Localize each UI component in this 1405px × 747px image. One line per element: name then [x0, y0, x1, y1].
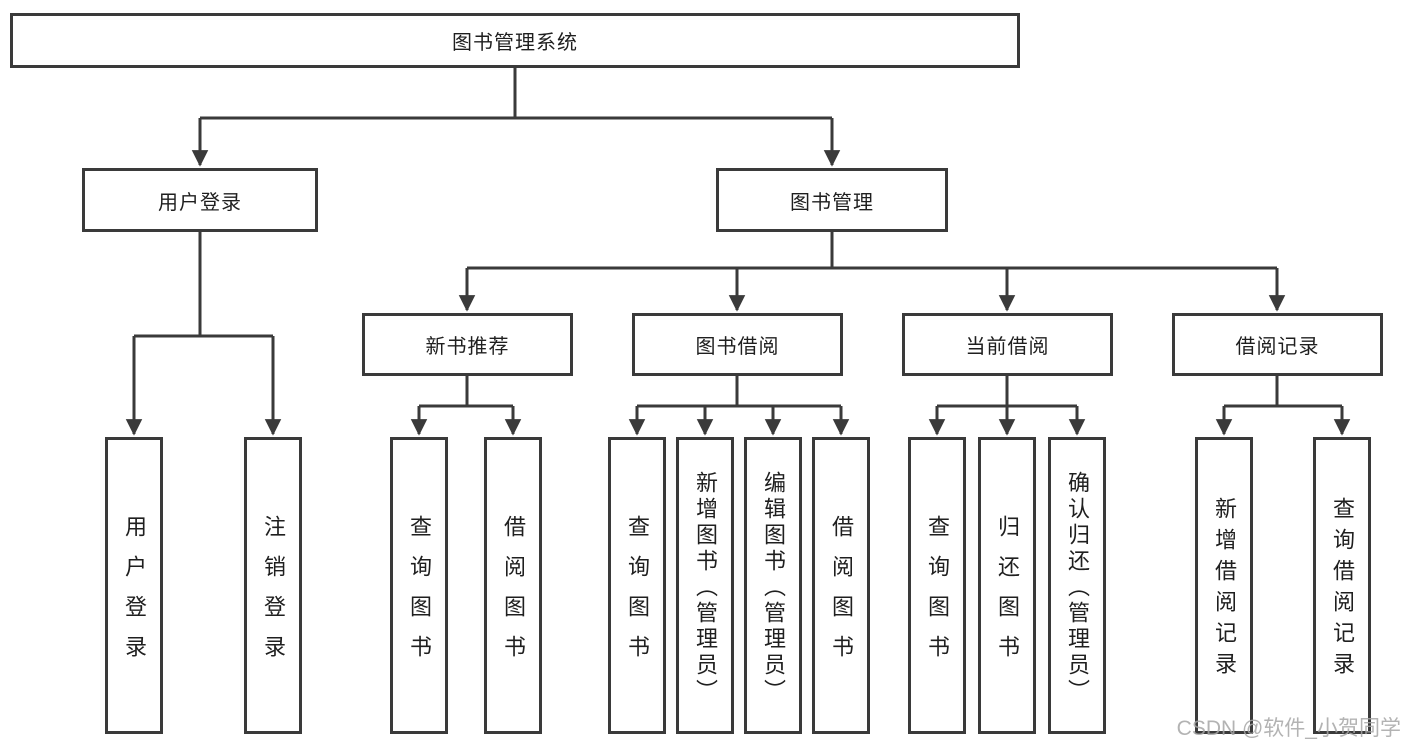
connector-bookborrow-to-leaves: [628, 376, 850, 436]
leaf-add-borrowing-record: 新增借阅记录: [1195, 437, 1253, 734]
node-book-borrowing: 图书借阅: [632, 313, 843, 376]
leaf-label: 借阅图书: [501, 514, 526, 675]
node-library-management-system: 图书管理系统: [10, 13, 1020, 68]
leaf-logout: 注销登录: [244, 437, 302, 734]
node-user-login: 用户登录: [82, 168, 318, 232]
leaf-label: 查询图书: [925, 514, 950, 675]
leaf-return-books: 归还图书: [978, 437, 1036, 734]
leaf-label: 新增图书（管理员）: [693, 470, 718, 705]
leaf-label: 新增借阅记录: [1212, 497, 1237, 683]
csdn-watermark: CSDN @软件_小贺同学: [1176, 717, 1401, 740]
node-borrowing-records: 借阅记录: [1172, 313, 1383, 376]
leaf-label: 借阅图书: [829, 514, 854, 675]
node-label: 用户登录: [158, 191, 242, 214]
connector-userlogin-to-leaves: [125, 232, 282, 436]
leaf-label: 注销登录: [261, 514, 286, 675]
leaf-user-login: 用户登录: [105, 437, 163, 734]
node-current-borrowing: 当前借阅: [902, 313, 1113, 376]
leaf-borrow-books: 借阅图书: [812, 437, 870, 734]
node-book-management: 图书管理: [716, 168, 948, 232]
connector-newbook-to-leaves: [410, 376, 522, 436]
node-label: 借阅记录: [1235, 336, 1320, 358]
leaf-label: 用户登录: [122, 514, 147, 675]
leaf-query-books-current: 查询图书: [908, 437, 966, 734]
connector-borrowrecords-to-leaves: [1215, 376, 1351, 436]
leaf-edit-books-admin: 编辑图书（管理员）: [744, 437, 802, 734]
leaf-label: 编辑图书（管理员）: [761, 470, 786, 705]
leaf-label: 查询图书: [625, 514, 650, 675]
connector-bookmgmt-to-level3: [458, 232, 1286, 312]
leaf-label: 确认归还（管理员）: [1065, 470, 1090, 705]
connector-root-to-level2: [191, 68, 841, 167]
node-label: 图书管理系统: [452, 32, 578, 54]
node-label: 图书借阅: [695, 336, 780, 358]
leaf-add-books-admin: 新增图书（管理员）: [676, 437, 734, 734]
leaf-borrow-books-recommend: 借阅图书: [484, 437, 542, 734]
leaf-query-books-borrow: 查询图书: [608, 437, 666, 734]
leaf-query-books-recommend: 查询图书: [390, 437, 448, 734]
leaf-label: 查询借阅记录: [1330, 497, 1355, 683]
leaf-confirm-return-admin: 确认归还（管理员）: [1048, 437, 1106, 734]
leaf-query-borrowing-record: 查询借阅记录: [1313, 437, 1371, 734]
leaf-label: 查询图书: [407, 514, 432, 675]
connector-currentborrow-to-leaves: [928, 376, 1086, 436]
node-new-book-recommendation: 新书推荐: [362, 313, 573, 376]
node-label: 当前借阅: [965, 336, 1050, 358]
node-label: 新书推荐: [425, 336, 510, 358]
node-label: 图书管理: [790, 191, 874, 214]
leaf-label: 归还图书: [995, 514, 1020, 675]
